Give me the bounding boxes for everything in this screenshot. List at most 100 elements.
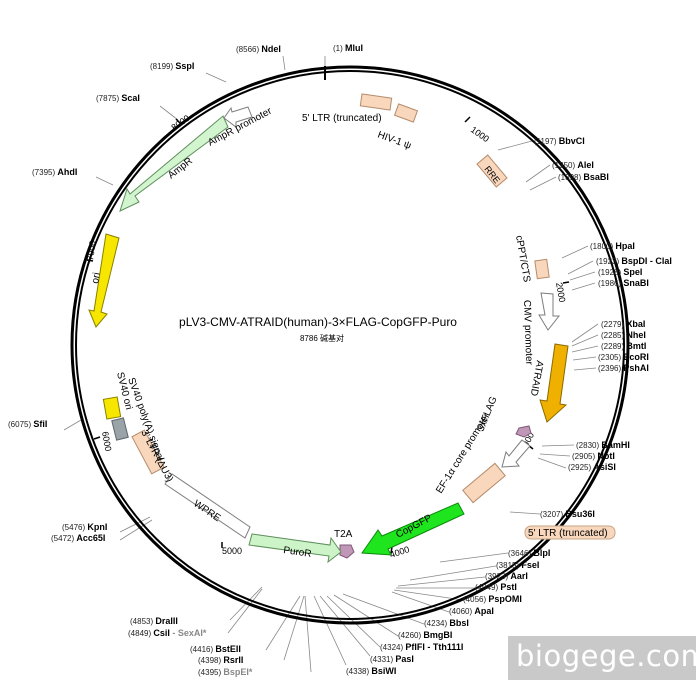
tick-mark: [93, 436, 101, 440]
site-leader: [313, 595, 347, 666]
site-leader: [497, 140, 533, 151]
feature-wpre: [164, 473, 251, 539]
site-leader: [569, 271, 596, 281]
feature-labels: 5' LTR (truncated) HIV-1 ψ RRE cPPT/CTS …: [90, 105, 616, 560]
plasmid-size: 8786 碱基对: [300, 333, 344, 343]
site-label: (7875) ScaI: [96, 93, 140, 103]
site-label: (3207) Bsu36I: [540, 509, 595, 519]
feature-ef1a-promoter: [501, 439, 531, 468]
site-leader: [319, 595, 371, 657]
site-leader: [509, 511, 541, 515]
features: [88, 93, 569, 564]
feature-3xflag: [515, 425, 532, 438]
site-leader: [205, 72, 227, 83]
site-leader: [304, 595, 312, 673]
site-label: (4260) BmgBI: [398, 630, 452, 640]
site-label: (2396) PshAI: [598, 363, 649, 373]
feature-5ltr-top: [359, 93, 393, 111]
backbone-outer: [70, 65, 630, 625]
site-leader: [342, 593, 425, 625]
site-label: (5472) Acc65I: [51, 533, 105, 543]
site-label: (2285) NheI: [601, 330, 646, 340]
site-label: (1928) SpeI: [598, 267, 642, 277]
site-label: (1800) HpaI: [590, 241, 635, 251]
site-label: (1350) AleI: [552, 160, 594, 170]
site-leader: [573, 367, 597, 371]
tick-label: 1000: [469, 124, 491, 144]
site-label: (1923) BspDI - ClaI: [596, 256, 672, 266]
feature-5ltr-right: [462, 462, 506, 504]
feature-cmv-promoter: [538, 292, 561, 331]
site-leader: [561, 245, 589, 259]
site-label: (6075) SfiI: [8, 419, 47, 429]
site-label: (4331) PasI: [370, 654, 414, 664]
site-label: (4853) DraIII: [130, 616, 178, 626]
site-labels: (1) MluI(8566) NdeI(8199) SspI(7875) Sca…: [8, 43, 672, 677]
site-leader: [159, 105, 179, 121]
site-label: (3815) FseI: [496, 560, 539, 570]
feature-t2a: [339, 544, 355, 559]
feature-sv40-polya: [102, 396, 122, 420]
site-label: (4234) BbsI: [424, 618, 469, 628]
feature-sv40-ori: [111, 417, 129, 441]
site-leader: [571, 345, 599, 353]
site-label: (4849) CsiI - SexAI*: [128, 628, 207, 638]
site-label: (1197) BbvCI: [534, 136, 585, 146]
site-leader: [265, 595, 301, 651]
feature-ori: [88, 233, 120, 328]
tick-label: 7000: [85, 240, 98, 261]
site-label: (3646) BlpI: [508, 548, 550, 558]
site-label: (8199) SspI: [150, 61, 194, 71]
site-leader: [525, 164, 551, 183]
site-leader: [397, 576, 486, 587]
site-leader: [227, 588, 263, 634]
feature-3ltr: [131, 429, 165, 475]
site-label: (2925) AsiSI: [568, 462, 616, 472]
site-leader-lines: [63, 55, 599, 673]
site-label: (4060) ApaI: [449, 606, 494, 616]
site-leader: [541, 444, 575, 447]
tick-mark: [86, 259, 94, 262]
site-label: (1398) BsaBI: [558, 172, 609, 182]
feature-cppt: [534, 258, 550, 280]
feature-rre: [476, 154, 508, 188]
tick-mark: [175, 118, 182, 125]
site-label: (5476) KpnI: [62, 522, 107, 532]
site-label: (4049) PstI: [475, 582, 517, 592]
label-cmv: CMV promoter: [521, 300, 534, 366]
site-label: (1986) SnaBI: [598, 278, 649, 288]
site-leader: [571, 323, 599, 343]
site-label: (4338) BsiWI: [346, 666, 396, 676]
feature-hiv1-psi: [393, 103, 419, 123]
watermark: biogege.com: [508, 636, 700, 680]
feature-atraid: [539, 343, 569, 423]
site-label: (2305) EcoRI: [598, 352, 649, 362]
site-leader: [439, 552, 509, 563]
site-leader: [119, 519, 153, 541]
site-label: (7395) AhdI: [32, 167, 77, 177]
site-leader: [539, 453, 571, 457]
site-leader: [119, 516, 151, 533]
site-label: (4416) BstEII: [190, 644, 241, 654]
site-leader: [571, 282, 596, 291]
label-5ltr-right-bg: [524, 525, 616, 540]
site-label: (2830) BamHI: [576, 440, 630, 450]
site-leader: [567, 260, 594, 275]
site-leader: [537, 457, 567, 469]
site-leader: [572, 356, 597, 361]
label-ori: ori: [90, 272, 103, 285]
label-atraid: ATRAID: [528, 359, 545, 396]
site-label: (4056) PspOMI: [463, 594, 522, 604]
feature-copgfp: [361, 502, 465, 556]
site-label: (1) MluI: [333, 43, 363, 53]
site-label: (2279) XbaI: [601, 319, 645, 329]
tick-mark: [464, 116, 471, 123]
tick-mark: [562, 281, 570, 284]
site-leader: [333, 594, 399, 637]
site-leader: [393, 589, 464, 601]
site-leader: [95, 176, 114, 186]
watermark-text: biogege.com: [516, 639, 700, 673]
site-leader: [529, 176, 557, 191]
